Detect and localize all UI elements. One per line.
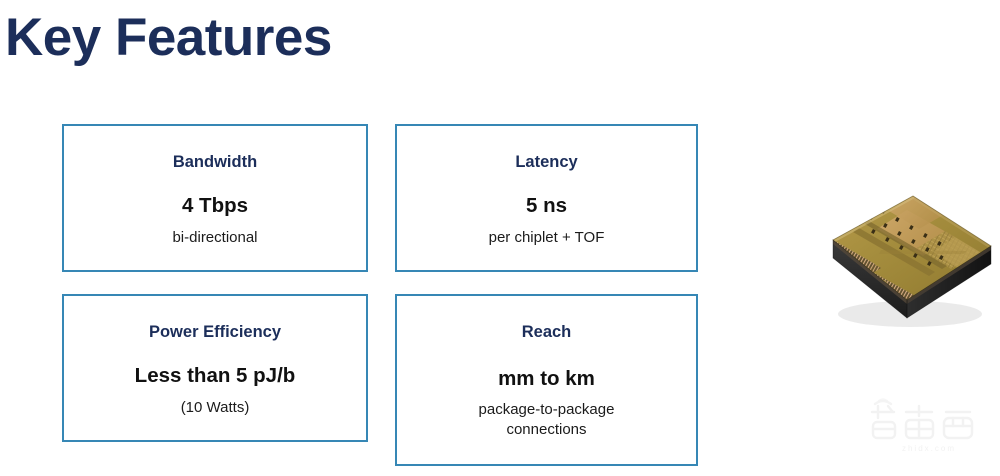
- feature-card-reach: Reach mm to km package-to-package connec…: [395, 294, 698, 466]
- feature-card-bandwidth: Bandwidth 4 Tbps bi-directional: [62, 124, 368, 272]
- feature-card-title: Power Efficiency: [148, 323, 282, 341]
- feature-card-subtext-line2: connections: [506, 421, 587, 439]
- watermark: zhidx.com: [866, 398, 992, 460]
- feature-card-value: mm to km: [498, 366, 595, 390]
- watermark-logo-icon: [870, 398, 974, 440]
- page-title: Key Features: [5, 8, 332, 67]
- feature-card-value: 5 ns: [525, 193, 568, 217]
- feature-card-power-efficiency: Power Efficiency Less than 5 pJ/b (10 Wa…: [62, 294, 368, 442]
- feature-card-title: Reach: [521, 323, 572, 341]
- feature-card-subtext: package-to-package connections: [479, 400, 615, 440]
- feature-card-subtext: per chiplet + TOF: [488, 229, 605, 247]
- feature-card-latency: Latency 5 ns per chiplet + TOF: [395, 124, 698, 272]
- feature-card-title: Latency: [515, 153, 578, 171]
- feature-card-subtext-line1: package-to-package: [478, 401, 615, 419]
- feature-card-subtext: bi-directional: [172, 229, 258, 247]
- feature-card-subtext: (10 Watts): [180, 399, 250, 417]
- feature-card-value: 4 Tbps: [181, 193, 249, 217]
- chiplet-die-image: [795, 188, 995, 338]
- feature-card-title: Bandwidth: [172, 153, 258, 171]
- feature-card-value: Less than 5 pJ/b: [134, 363, 296, 387]
- watermark-subtext: zhidx.com: [901, 444, 956, 453]
